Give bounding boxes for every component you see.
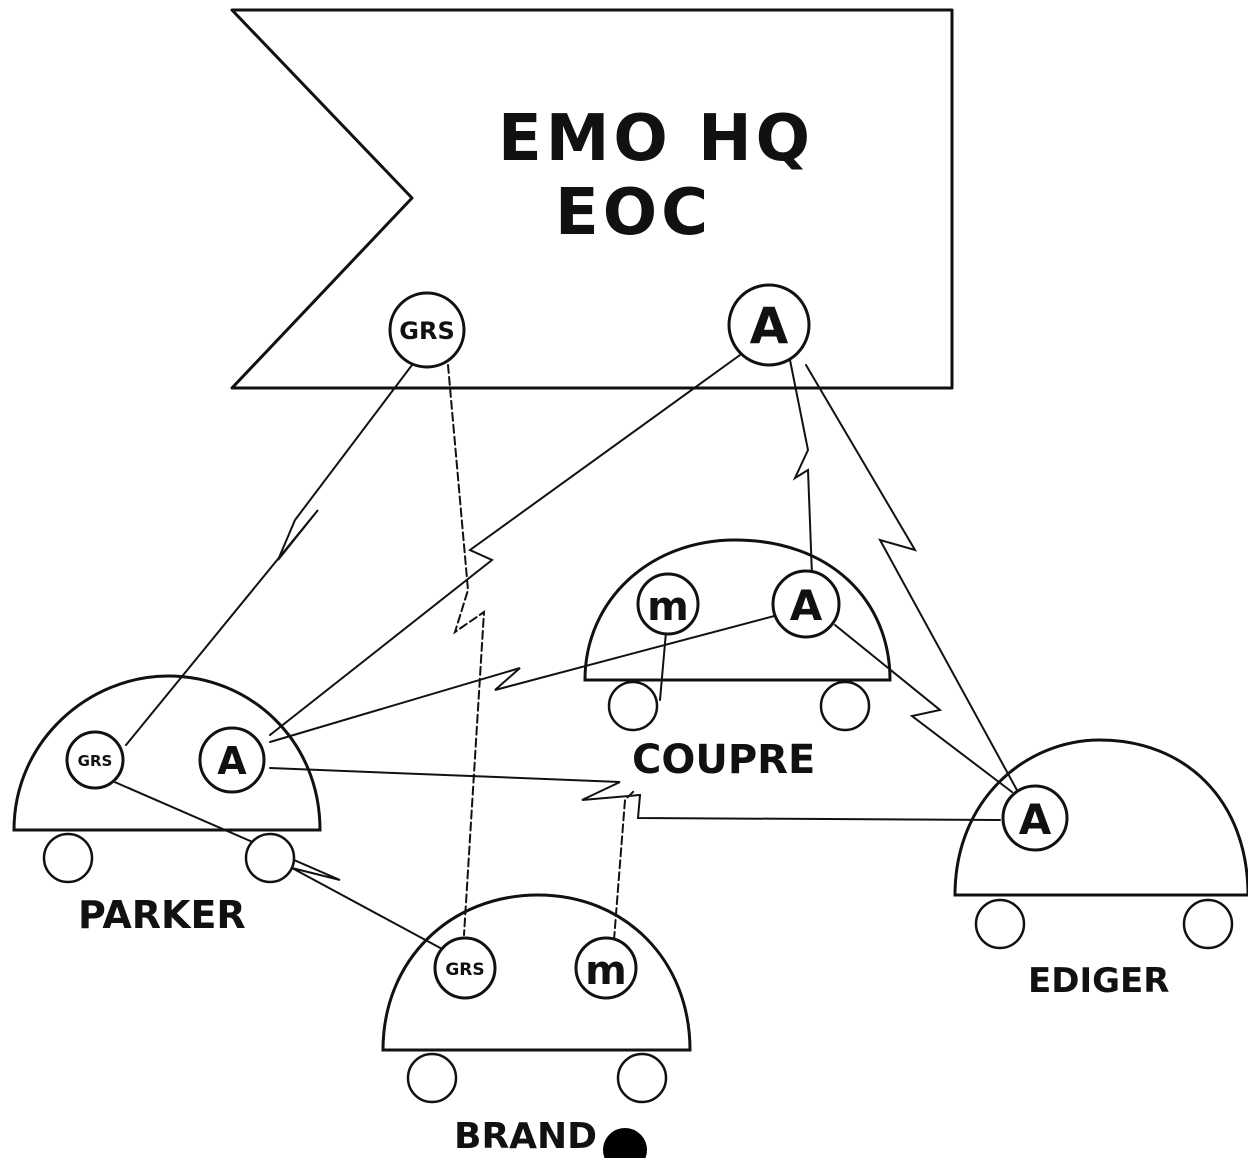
hq-title-line1: EMO HQ bbox=[498, 102, 814, 176]
ediger-label: EDIGER bbox=[1028, 961, 1169, 1001]
link-coupre-a-to-ediger-a bbox=[834, 624, 1013, 793]
hq-grs-node bbox=[388, 291, 466, 369]
ediger-body bbox=[953, 738, 1248, 897]
brand-body bbox=[381, 893, 692, 1052]
brand-ink-blot bbox=[603, 1128, 647, 1158]
link-parker-a-to-ediger-a bbox=[269, 767, 1001, 821]
parker-grs-node bbox=[65, 730, 125, 790]
parker-wheel-right bbox=[244, 832, 296, 884]
hq-nodes: GRS A bbox=[388, 283, 811, 369]
coupre-a-label: A bbox=[790, 581, 823, 630]
brand-grs-label: GRS bbox=[445, 960, 484, 980]
parker-body bbox=[12, 674, 322, 832]
link-hq-a-to-ediger-a bbox=[805, 364, 1019, 793]
link-parker-a-to-coupre-a bbox=[269, 614, 779, 743]
hq-eoc-building: EMO HQ EOC bbox=[230, 8, 954, 390]
coupre-a-node bbox=[771, 569, 841, 639]
link-hq-a-to-parker-a bbox=[269, 354, 741, 736]
coupre-wheel-left bbox=[607, 680, 659, 732]
parker-label: PARKER bbox=[78, 893, 246, 937]
vehicle-coupre: m A COUPRE bbox=[583, 538, 892, 783]
brand-label: BRAND bbox=[454, 1116, 597, 1157]
parker-wheel-left bbox=[42, 832, 94, 884]
brand-wheel-right bbox=[616, 1052, 668, 1104]
hq-grs-label: GRS bbox=[399, 317, 454, 345]
brand-wheel-left bbox=[406, 1052, 458, 1104]
parker-a-node bbox=[198, 726, 266, 794]
coupre-wheel-right bbox=[819, 680, 871, 732]
ediger-wheel-right bbox=[1182, 898, 1234, 950]
brand-m-node bbox=[574, 936, 638, 1000]
coupre-m-node bbox=[636, 572, 700, 636]
link-coupre-m-down bbox=[659, 631, 667, 701]
vehicle-parker: GRS A PARKER bbox=[12, 674, 322, 937]
link-hq-grs-to-parker-grs bbox=[125, 364, 413, 746]
brand-grs-node bbox=[433, 936, 497, 1000]
coupre-m-label: m bbox=[647, 584, 689, 630]
ediger-a-node bbox=[1001, 784, 1069, 852]
radio-links bbox=[109, 354, 1019, 951]
hq-a-label: A bbox=[750, 297, 789, 355]
ediger-a-label: A bbox=[1019, 795, 1052, 844]
ediger-wheel-left bbox=[974, 898, 1026, 950]
link-brand-m-to-coupre bbox=[613, 789, 636, 941]
link-hq-grs-to-brand-grs bbox=[447, 364, 486, 936]
vehicle-brand: GRS m BRAND bbox=[381, 893, 692, 1158]
link-hq-a-to-coupre-a bbox=[789, 359, 813, 576]
coupre-body bbox=[583, 538, 892, 682]
hq-eoc-outline bbox=[230, 8, 954, 390]
hq-title-line2: EOC bbox=[555, 176, 712, 250]
parker-grs-label: GRS bbox=[78, 752, 113, 770]
brand-m-label: m bbox=[585, 948, 627, 994]
vehicle-ediger: A EDIGER bbox=[953, 738, 1248, 1001]
coupre-label: COUPRE bbox=[632, 737, 815, 783]
parker-a-label: A bbox=[217, 739, 247, 783]
hq-a-node bbox=[727, 283, 811, 367]
